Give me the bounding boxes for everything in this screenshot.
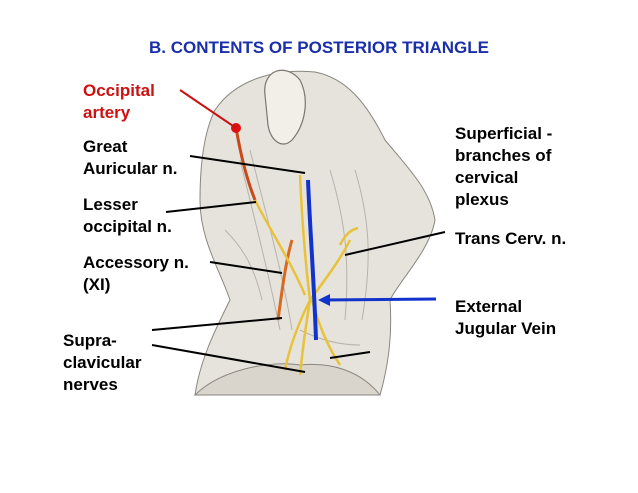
supraclavicular-2 <box>298 299 312 376</box>
pointer-occipital-artery <box>179 89 237 129</box>
neck-outline <box>194 70 436 396</box>
label-lesser-occipital: Lesser occipital n. <box>83 195 172 236</box>
pointer-supraclav-1 <box>151 317 283 331</box>
great-auricular-nerve <box>298 174 312 301</box>
pointer-supraclav-2 <box>151 344 306 373</box>
lesser-occipital-nerve <box>253 199 307 296</box>
ear <box>264 69 306 145</box>
pointer-superficial <box>344 231 446 256</box>
label-great-auricular: Great Auricular n. <box>83 137 178 178</box>
supraclavicular-1 <box>283 299 312 371</box>
pointer-trans-cerv <box>329 351 371 359</box>
pointer-lesser-occipital <box>165 201 257 213</box>
label-external-jugular: External Jugular Vein <box>455 297 557 338</box>
external-jugular-vein <box>306 179 318 341</box>
label-occipital-artery: Occipital artery <box>83 81 155 122</box>
pointer-accessory <box>209 261 283 274</box>
label-trans-cerv: Trans Cerv. n. <box>455 229 567 248</box>
pointer-external-jugular <box>321 297 437 302</box>
arrow-external-jugular <box>318 294 330 306</box>
label-superficial-branches: Superficial - branches of cervical plexu… <box>455 124 553 209</box>
label-accessory: Accessory n. (XI) <box>83 253 189 294</box>
slide-title: B. CONTENTS OF POSTERIOR TRIANGLE <box>148 38 489 57</box>
accessory-nerve <box>276 239 294 321</box>
pointer-great-auricular <box>189 155 306 174</box>
label-supraclavicular: Supra- clavicular nerves <box>63 331 142 394</box>
superficial-branch <box>338 226 359 246</box>
